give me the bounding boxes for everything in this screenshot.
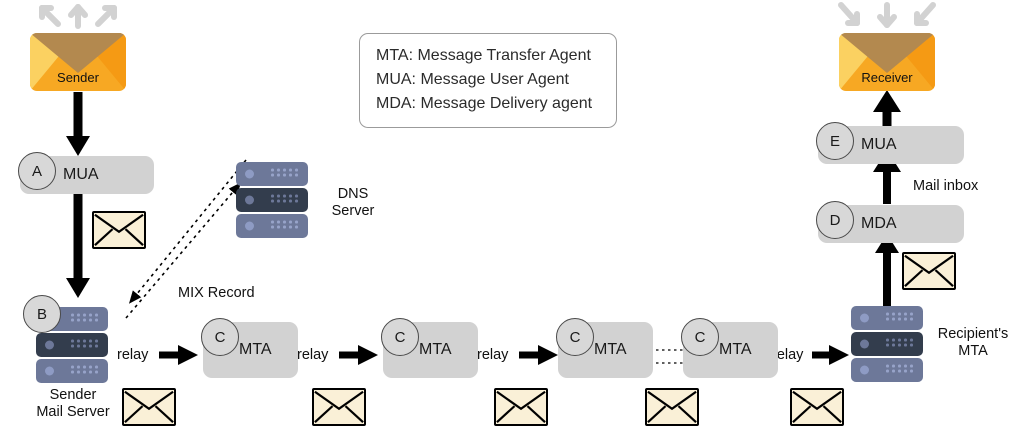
mua-sender-label: MUA	[63, 166, 99, 183]
mailserver-caption-line2: Mail Server	[36, 404, 110, 420]
mta-2-label: MTA	[419, 341, 452, 358]
sender-label: Sender	[57, 70, 99, 85]
mua-receiver-label: MUA	[861, 136, 897, 153]
mta-4-label: MTA	[719, 341, 752, 358]
node-mta-2[interactable]: MTA C	[381, 318, 478, 378]
step-badge-e: E	[816, 122, 854, 160]
arrow-mua-to-mailserver	[66, 192, 90, 298]
relay-arrow-4	[812, 345, 849, 365]
receiver-inbound-arrows	[838, 2, 936, 28]
node-mua-sender[interactable]: MUA A	[18, 152, 154, 194]
rack-unit-mid	[36, 333, 108, 357]
relay-arrow-2	[339, 345, 378, 365]
dns-server-caption: DNS Server	[318, 186, 388, 220]
mta-3-label: MTA	[594, 341, 627, 358]
recipient-mta-server-icon	[851, 306, 923, 384]
dotted-mta-ellipsis	[650, 349, 686, 364]
envelope-fold-lines	[124, 390, 174, 423]
legend-line-mda: MDA: Message Delivery agent	[376, 95, 593, 112]
dns-server-icon	[236, 162, 308, 240]
mail-inbox-label: Mail inbox	[913, 178, 979, 194]
mail-icon-4	[494, 388, 548, 426]
legend-line-mua: MUA: Message User Agent	[376, 71, 569, 88]
relay-label-3: relay	[477, 347, 509, 363]
recipient-caption-line2: MTA	[958, 343, 988, 359]
node-mta-4[interactable]: MTA C	[681, 318, 778, 378]
mail-icon-7	[902, 252, 956, 290]
sender-broadcast-arrows	[39, 4, 117, 29]
step-badge-b: B	[23, 295, 61, 333]
mda-label: MDA	[861, 215, 897, 232]
relay-label-2: relay	[297, 347, 329, 363]
mail-icon-3	[312, 388, 366, 426]
receiver-label: Receiver	[861, 70, 913, 85]
rack-unit-mid	[236, 188, 308, 212]
arrow-sender-to-mua	[66, 92, 90, 156]
envelope-fold-lines	[496, 390, 546, 423]
node-mua-receiver[interactable]: MUA E	[816, 122, 964, 164]
relay-label-4: relay	[772, 347, 804, 363]
node-mda-receiver[interactable]: MDA D	[816, 201, 964, 243]
node-mta-1[interactable]: MTA C	[201, 318, 298, 378]
step-badge-d: D	[816, 201, 854, 239]
rack-unit-bottom	[236, 214, 308, 238]
mail-icon-5	[645, 388, 699, 426]
rack-unit-bottom	[36, 359, 108, 383]
envelope-fold-lines	[314, 390, 364, 423]
arrow-mua-to-receiver	[873, 90, 901, 130]
dns-caption-line2: Server	[331, 203, 375, 219]
sender-envelope-icon: Sender	[30, 33, 126, 91]
envelope-fold-lines	[94, 213, 144, 246]
node-mta-3[interactable]: MTA C	[556, 318, 653, 378]
arrow-recipientmta-to-mda	[875, 234, 899, 307]
relay-arrow-1	[159, 345, 198, 365]
step-badge-a: A	[18, 152, 56, 190]
rack-unit-top	[236, 162, 308, 186]
rack-unit-top	[851, 306, 923, 330]
step-badge-c-2: C	[381, 318, 419, 356]
mail-icon-1	[92, 211, 146, 249]
sender-mail-server-caption: Sender Mail Server	[10, 387, 136, 421]
mail-icon-2	[122, 388, 176, 426]
step-badge-c-1: C	[201, 318, 239, 356]
legend-box: MTA: Message Transfer Agent MUA: Message…	[359, 33, 617, 128]
relay-label-1: relay	[117, 347, 149, 363]
envelope-fold-lines	[792, 390, 842, 423]
recipient-caption-line1: Recipient's	[937, 326, 1009, 342]
envelope-fold-lines	[904, 254, 954, 287]
step-badge-c-4: C	[681, 318, 719, 356]
recipient-mta-caption: Recipient's MTA	[927, 326, 1016, 360]
rack-unit-mid	[851, 332, 923, 356]
legend-line-mta: MTA: Message Transfer Agent	[376, 47, 591, 64]
mailserver-caption-line1: Sender	[49, 387, 97, 403]
receiver-envelope-icon: Receiver	[839, 33, 935, 91]
relay-arrow-3	[519, 345, 558, 365]
mta-1-label: MTA	[239, 341, 272, 358]
rack-unit-bottom	[851, 358, 923, 382]
dns-caption-line1: DNS	[337, 186, 369, 202]
step-badge-c-3: C	[556, 318, 594, 356]
mail-icon-6	[790, 388, 844, 426]
envelope-fold-lines	[647, 390, 697, 423]
mix-record-label: MIX Record	[178, 285, 255, 301]
